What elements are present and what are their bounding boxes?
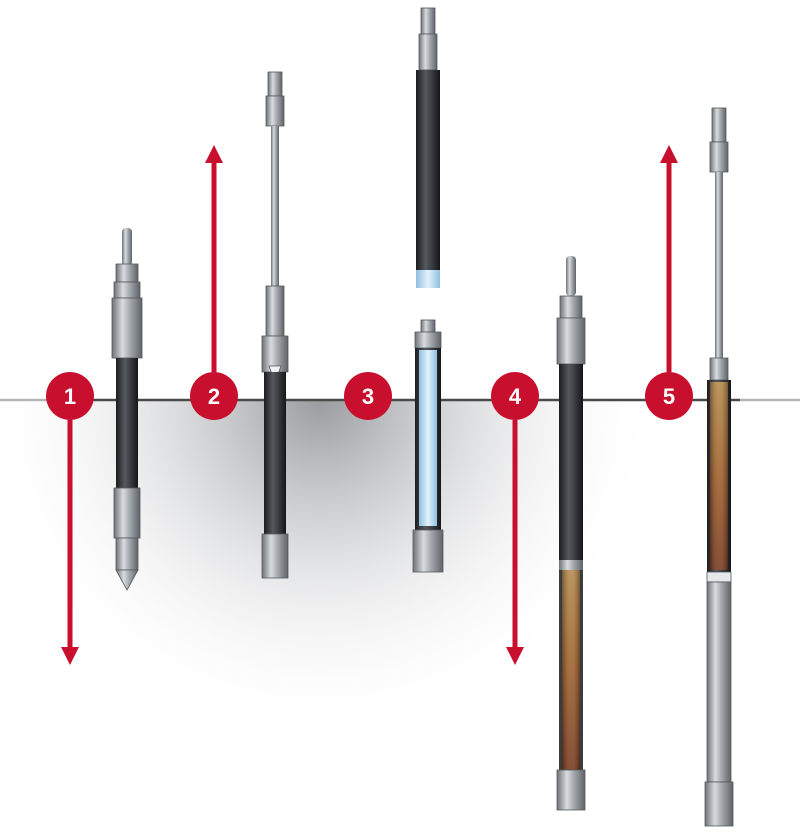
extension-rod bbox=[715, 172, 723, 358]
badge-circle bbox=[645, 372, 693, 420]
sampler-joint bbox=[559, 560, 583, 570]
cutting-shoe bbox=[412, 529, 444, 573]
step-5-tool bbox=[704, 107, 734, 827]
step-number: 2 bbox=[208, 384, 220, 409]
liner-top bbox=[414, 331, 442, 349]
clear-liner bbox=[419, 350, 437, 526]
cutting-shoe bbox=[115, 537, 139, 571]
step-1-badge: 1 bbox=[46, 372, 94, 420]
cutting-shoe bbox=[556, 769, 586, 811]
liner-cap bbox=[420, 319, 436, 333]
step-5-arrow-up bbox=[660, 145, 678, 372]
rod-coupler bbox=[709, 141, 729, 173]
outer-casing-upper bbox=[416, 70, 440, 270]
step-4-tool bbox=[556, 256, 586, 811]
sampler-tube bbox=[559, 364, 583, 560]
step-1-arrow-down bbox=[61, 420, 79, 665]
direction-arrows bbox=[61, 145, 678, 665]
rod-coupler bbox=[418, 33, 438, 71]
step-number: 5 bbox=[663, 384, 675, 409]
step-5-badge: 5 bbox=[645, 372, 693, 420]
badge-circle bbox=[46, 372, 94, 420]
arrow-head bbox=[660, 145, 678, 163]
sampler-lower-body bbox=[113, 487, 141, 539]
rod-top-fitting bbox=[711, 107, 727, 143]
step-3-badge: 3 bbox=[344, 372, 392, 420]
rod-coupler bbox=[265, 95, 285, 127]
sampler-upper-body bbox=[556, 317, 586, 365]
arrow-head bbox=[506, 647, 524, 665]
outer-casing bbox=[706, 581, 732, 783]
rod-top-fitting bbox=[267, 71, 283, 97]
arrow-head bbox=[205, 145, 223, 163]
badge-circle bbox=[491, 372, 539, 420]
step-2-badge: 2 bbox=[190, 372, 238, 420]
drive-head-tip bbox=[566, 256, 576, 296]
step-2-tool bbox=[261, 71, 289, 579]
badge-circle bbox=[344, 372, 392, 420]
step-3-tool bbox=[412, 7, 444, 573]
liner-wall-right bbox=[580, 570, 583, 770]
step-number: 3 bbox=[362, 384, 374, 409]
drive-head-collar bbox=[115, 263, 139, 283]
core-shading bbox=[710, 382, 728, 570]
liner-wall-left bbox=[559, 570, 562, 770]
sampler-tube bbox=[116, 358, 138, 488]
arrow-head bbox=[61, 647, 79, 665]
step-number: 4 bbox=[509, 384, 522, 409]
step-4-arrow-down bbox=[506, 420, 524, 665]
step-2-arrow-up bbox=[205, 145, 223, 372]
rod-top-fitting bbox=[420, 7, 436, 35]
liner-end-upper bbox=[416, 270, 440, 288]
drive-point bbox=[115, 569, 139, 591]
drive-head-tip bbox=[122, 228, 132, 266]
drive-head-collar bbox=[559, 295, 583, 319]
step-number: 1 bbox=[64, 384, 76, 409]
extension-rod bbox=[271, 126, 279, 286]
core-shading bbox=[562, 570, 580, 770]
step-4-badge: 4 bbox=[491, 372, 539, 420]
step-badges: 1 2 3 4 5 bbox=[46, 372, 693, 420]
rod-lower-coupler bbox=[709, 357, 729, 381]
rod-lower-coupler bbox=[265, 285, 285, 337]
sampler-joint bbox=[706, 571, 732, 583]
sampler-upper-body bbox=[111, 297, 143, 359]
cutting-shoe bbox=[261, 533, 289, 579]
cutting-shoe bbox=[704, 781, 734, 827]
sampler-tube bbox=[264, 372, 286, 534]
step-1-tool bbox=[111, 228, 143, 591]
drive-head-coupler bbox=[113, 281, 141, 299]
badge-circle bbox=[190, 372, 238, 420]
